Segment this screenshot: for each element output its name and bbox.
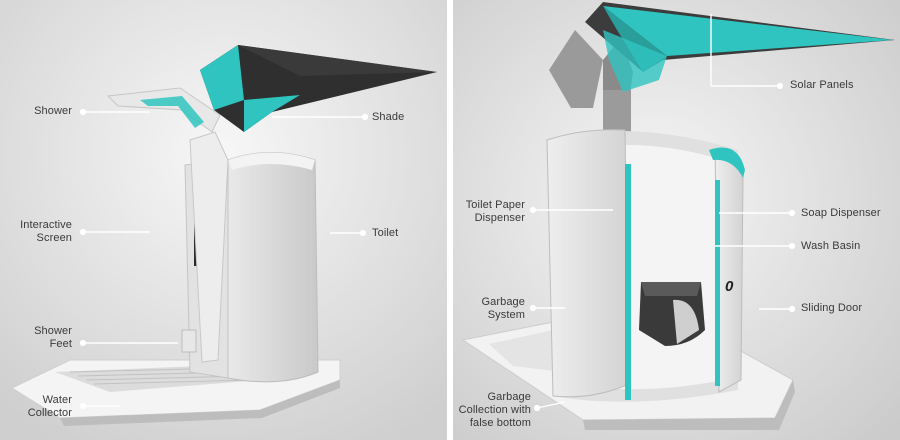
left-panel: Shower Shade Interactive Screen Toilet S… xyxy=(0,0,447,440)
toilet-block xyxy=(227,152,319,383)
label-shower-feet: Shower Feet xyxy=(34,325,72,350)
label-wash-basin: Wash Basin xyxy=(801,240,861,252)
shower-feet-tap xyxy=(181,329,197,353)
label-water-collector: Water Collector xyxy=(27,394,72,419)
door-mark: 0 xyxy=(725,278,734,295)
left-leader-lines xyxy=(79,108,369,410)
label-toilet: Toilet xyxy=(372,227,399,239)
shower-column xyxy=(181,131,229,379)
right-leader-lines xyxy=(529,14,796,412)
label-shower: Shower xyxy=(34,105,72,117)
label-toilet-paper-dispenser: Toilet Paper Dispenser xyxy=(465,199,525,224)
right-illustration xyxy=(453,0,900,440)
left-illustration xyxy=(0,0,447,440)
shade-canopy xyxy=(200,45,437,132)
shower-arm xyxy=(106,87,221,133)
cabin-shell xyxy=(546,129,745,402)
solar-panel-canopy xyxy=(585,2,895,92)
toilet-bowl xyxy=(639,282,705,346)
label-soap-dispenser: Soap Dispenser xyxy=(801,207,881,219)
panel-divider xyxy=(447,0,453,440)
label-solar-panels: Solar Panels xyxy=(790,79,854,91)
label-shade: Shade xyxy=(372,111,405,123)
label-interactive-screen: Interactive Screen xyxy=(20,219,72,244)
right-panel: 0 Solar Panels Toilet Paper Dispenser So… xyxy=(453,0,900,440)
label-garbage-collection: Garbage Collection with false bottom xyxy=(458,391,531,429)
label-garbage-system: Garbage System xyxy=(481,296,525,321)
label-sliding-door: Sliding Door xyxy=(801,302,863,314)
